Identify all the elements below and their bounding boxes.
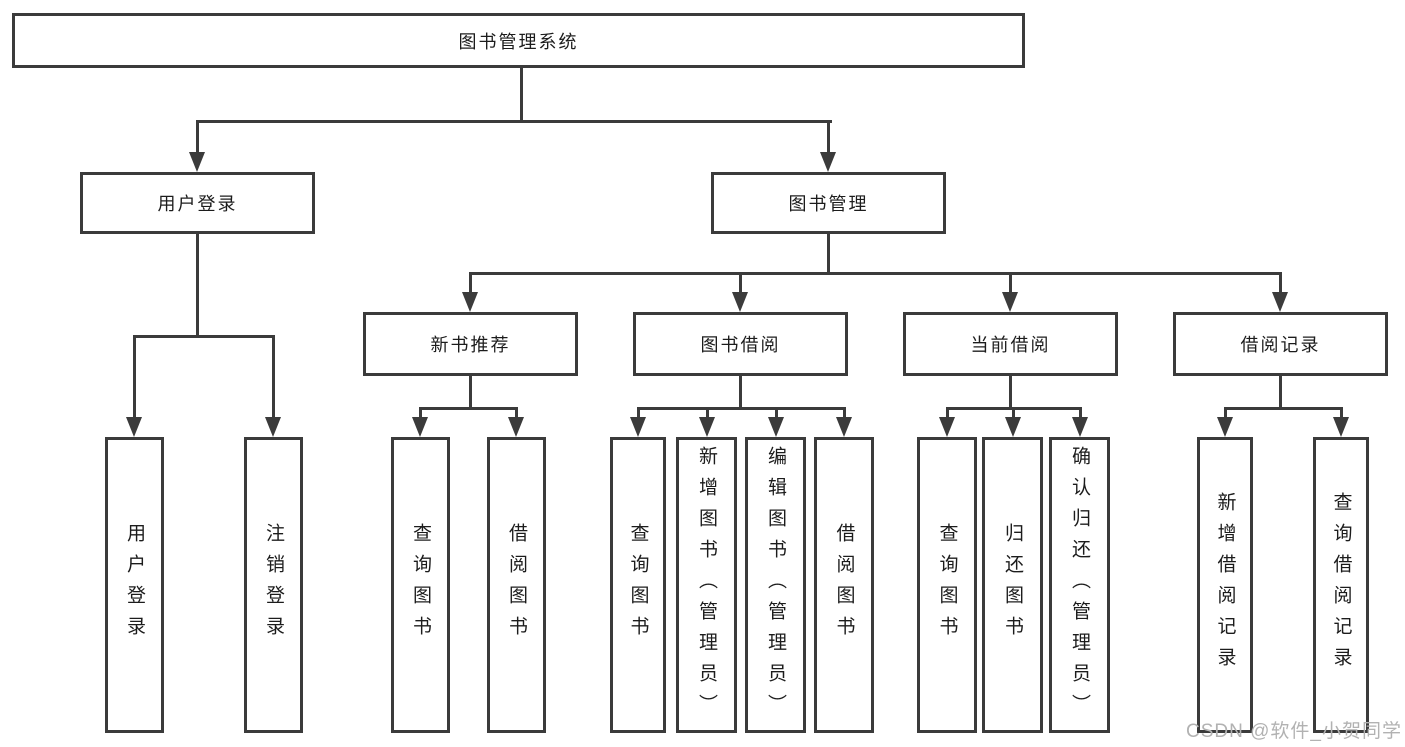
arrowhead-icon (820, 152, 836, 172)
arrowhead-icon (939, 417, 955, 437)
connector-line (1224, 407, 1342, 410)
arrowhead-icon (1005, 417, 1021, 437)
node-book-borrow: 图书借阅 (633, 312, 848, 376)
arrowhead-icon (1217, 417, 1233, 437)
leaf-add-borrow-record-label: 新增借阅记录 (1214, 492, 1236, 678)
node-user-login-label: 用户登录 (157, 194, 238, 214)
connector-line (469, 272, 1282, 275)
node-root-label: 图书管理系统 (458, 31, 579, 52)
leaf-add-book-admin-label: 新增图书（管理员） (696, 445, 717, 725)
arrowhead-icon (630, 417, 646, 437)
connector-line (827, 234, 830, 272)
connector-line (469, 376, 472, 407)
leaf-add-borrow-record: 新增借阅记录 (1197, 437, 1253, 733)
node-borrow-records-label: 借阅记录 (1240, 335, 1321, 355)
leaf-query-borrow-record: 查询借阅记录 (1313, 437, 1369, 733)
arrowhead-icon (265, 417, 281, 437)
connector-line (419, 407, 518, 410)
leaf-query-books-2-label: 查询图书 (627, 523, 649, 647)
leaf-edit-book-admin: 编辑图书（管理员） (745, 437, 806, 733)
node-borrow-records: 借阅记录 (1173, 312, 1388, 376)
arrowhead-icon (462, 292, 478, 312)
connector-line (775, 407, 778, 417)
connector-line (133, 335, 136, 417)
arrowhead-icon (508, 417, 524, 437)
connector-line (637, 407, 640, 417)
arrowhead-icon (1272, 292, 1288, 312)
leaf-logout: 注销登录 (244, 437, 303, 733)
connector-line (1012, 407, 1015, 417)
leaf-user-login: 用户登录 (105, 437, 164, 733)
connector-line (469, 272, 472, 292)
leaf-query-books-3-label: 查询图书 (936, 523, 958, 647)
connector-line (637, 407, 845, 410)
leaf-user-login-label: 用户登录 (124, 523, 145, 647)
connector-line (196, 234, 199, 335)
connector-line (419, 407, 422, 417)
connector-line (1340, 407, 1343, 417)
leaf-return-book: 归还图书 (982, 437, 1043, 733)
node-current-borrow-label: 当前借阅 (970, 335, 1051, 355)
node-current-borrow: 当前借阅 (903, 312, 1118, 376)
leaf-query-books-1-label: 查询图书 (410, 523, 431, 647)
arrowhead-icon (412, 417, 428, 437)
leaf-borrow-books-1-label: 借阅图书 (506, 523, 527, 647)
leaf-logout-label: 注销登录 (263, 523, 284, 647)
leaf-return-book-label: 归还图书 (1002, 523, 1023, 647)
arrowhead-icon (126, 417, 142, 437)
connector-line (515, 407, 518, 417)
node-new-book-recommend-label: 新书推荐 (430, 335, 511, 355)
leaf-confirm-return-admin-label: 确认归还（管理员） (1069, 445, 1090, 725)
connector-line (196, 120, 199, 154)
connector-line (133, 335, 275, 338)
leaf-query-borrow-record-label: 查询借阅记录 (1330, 492, 1352, 678)
leaf-edit-book-admin-label: 编辑图书（管理员） (765, 445, 786, 725)
arrowhead-icon (1333, 417, 1349, 437)
connector-line (827, 120, 830, 154)
arrowhead-icon (1002, 292, 1018, 312)
connector-line (1009, 272, 1012, 292)
leaf-query-books-1: 查询图书 (391, 437, 450, 733)
connector-line (739, 272, 742, 292)
connector-line (739, 376, 742, 407)
connector-line (196, 120, 832, 123)
node-new-book-recommend: 新书推荐 (363, 312, 578, 376)
leaf-query-books-2: 查询图书 (610, 437, 666, 733)
connector-line (520, 68, 523, 120)
leaf-borrow-books-2-label: 借阅图书 (833, 523, 855, 647)
arrowhead-icon (189, 152, 205, 172)
connector-line (1079, 407, 1082, 417)
connector-line (706, 407, 709, 417)
arrowhead-icon (699, 417, 715, 437)
connector-line (1279, 376, 1282, 407)
leaf-add-book-admin: 新增图书（管理员） (676, 437, 737, 733)
node-book-management: 图书管理 (711, 172, 946, 234)
connector-line (946, 407, 949, 417)
connector-line (843, 407, 846, 417)
arrowhead-icon (1072, 417, 1088, 437)
leaf-borrow-books-1: 借阅图书 (487, 437, 546, 733)
node-user-login: 用户登录 (80, 172, 315, 234)
arrowhead-icon (836, 417, 852, 437)
leaf-confirm-return-admin: 确认归还（管理员） (1049, 437, 1110, 733)
arrowhead-icon (768, 417, 784, 437)
node-book-management-label: 图书管理 (788, 194, 869, 214)
node-root: 图书管理系统 (12, 13, 1025, 68)
connector-line (1224, 407, 1227, 417)
arrowhead-icon (732, 292, 748, 312)
leaf-query-books-3: 查询图书 (917, 437, 977, 733)
node-book-borrow-label: 图书借阅 (700, 335, 781, 355)
connector-line (1009, 376, 1012, 407)
connector-line (272, 335, 275, 417)
leaf-borrow-books-2: 借阅图书 (814, 437, 874, 733)
watermark: CSDN @软件_小贺同学 (1186, 721, 1402, 742)
connector-line (1279, 272, 1282, 292)
